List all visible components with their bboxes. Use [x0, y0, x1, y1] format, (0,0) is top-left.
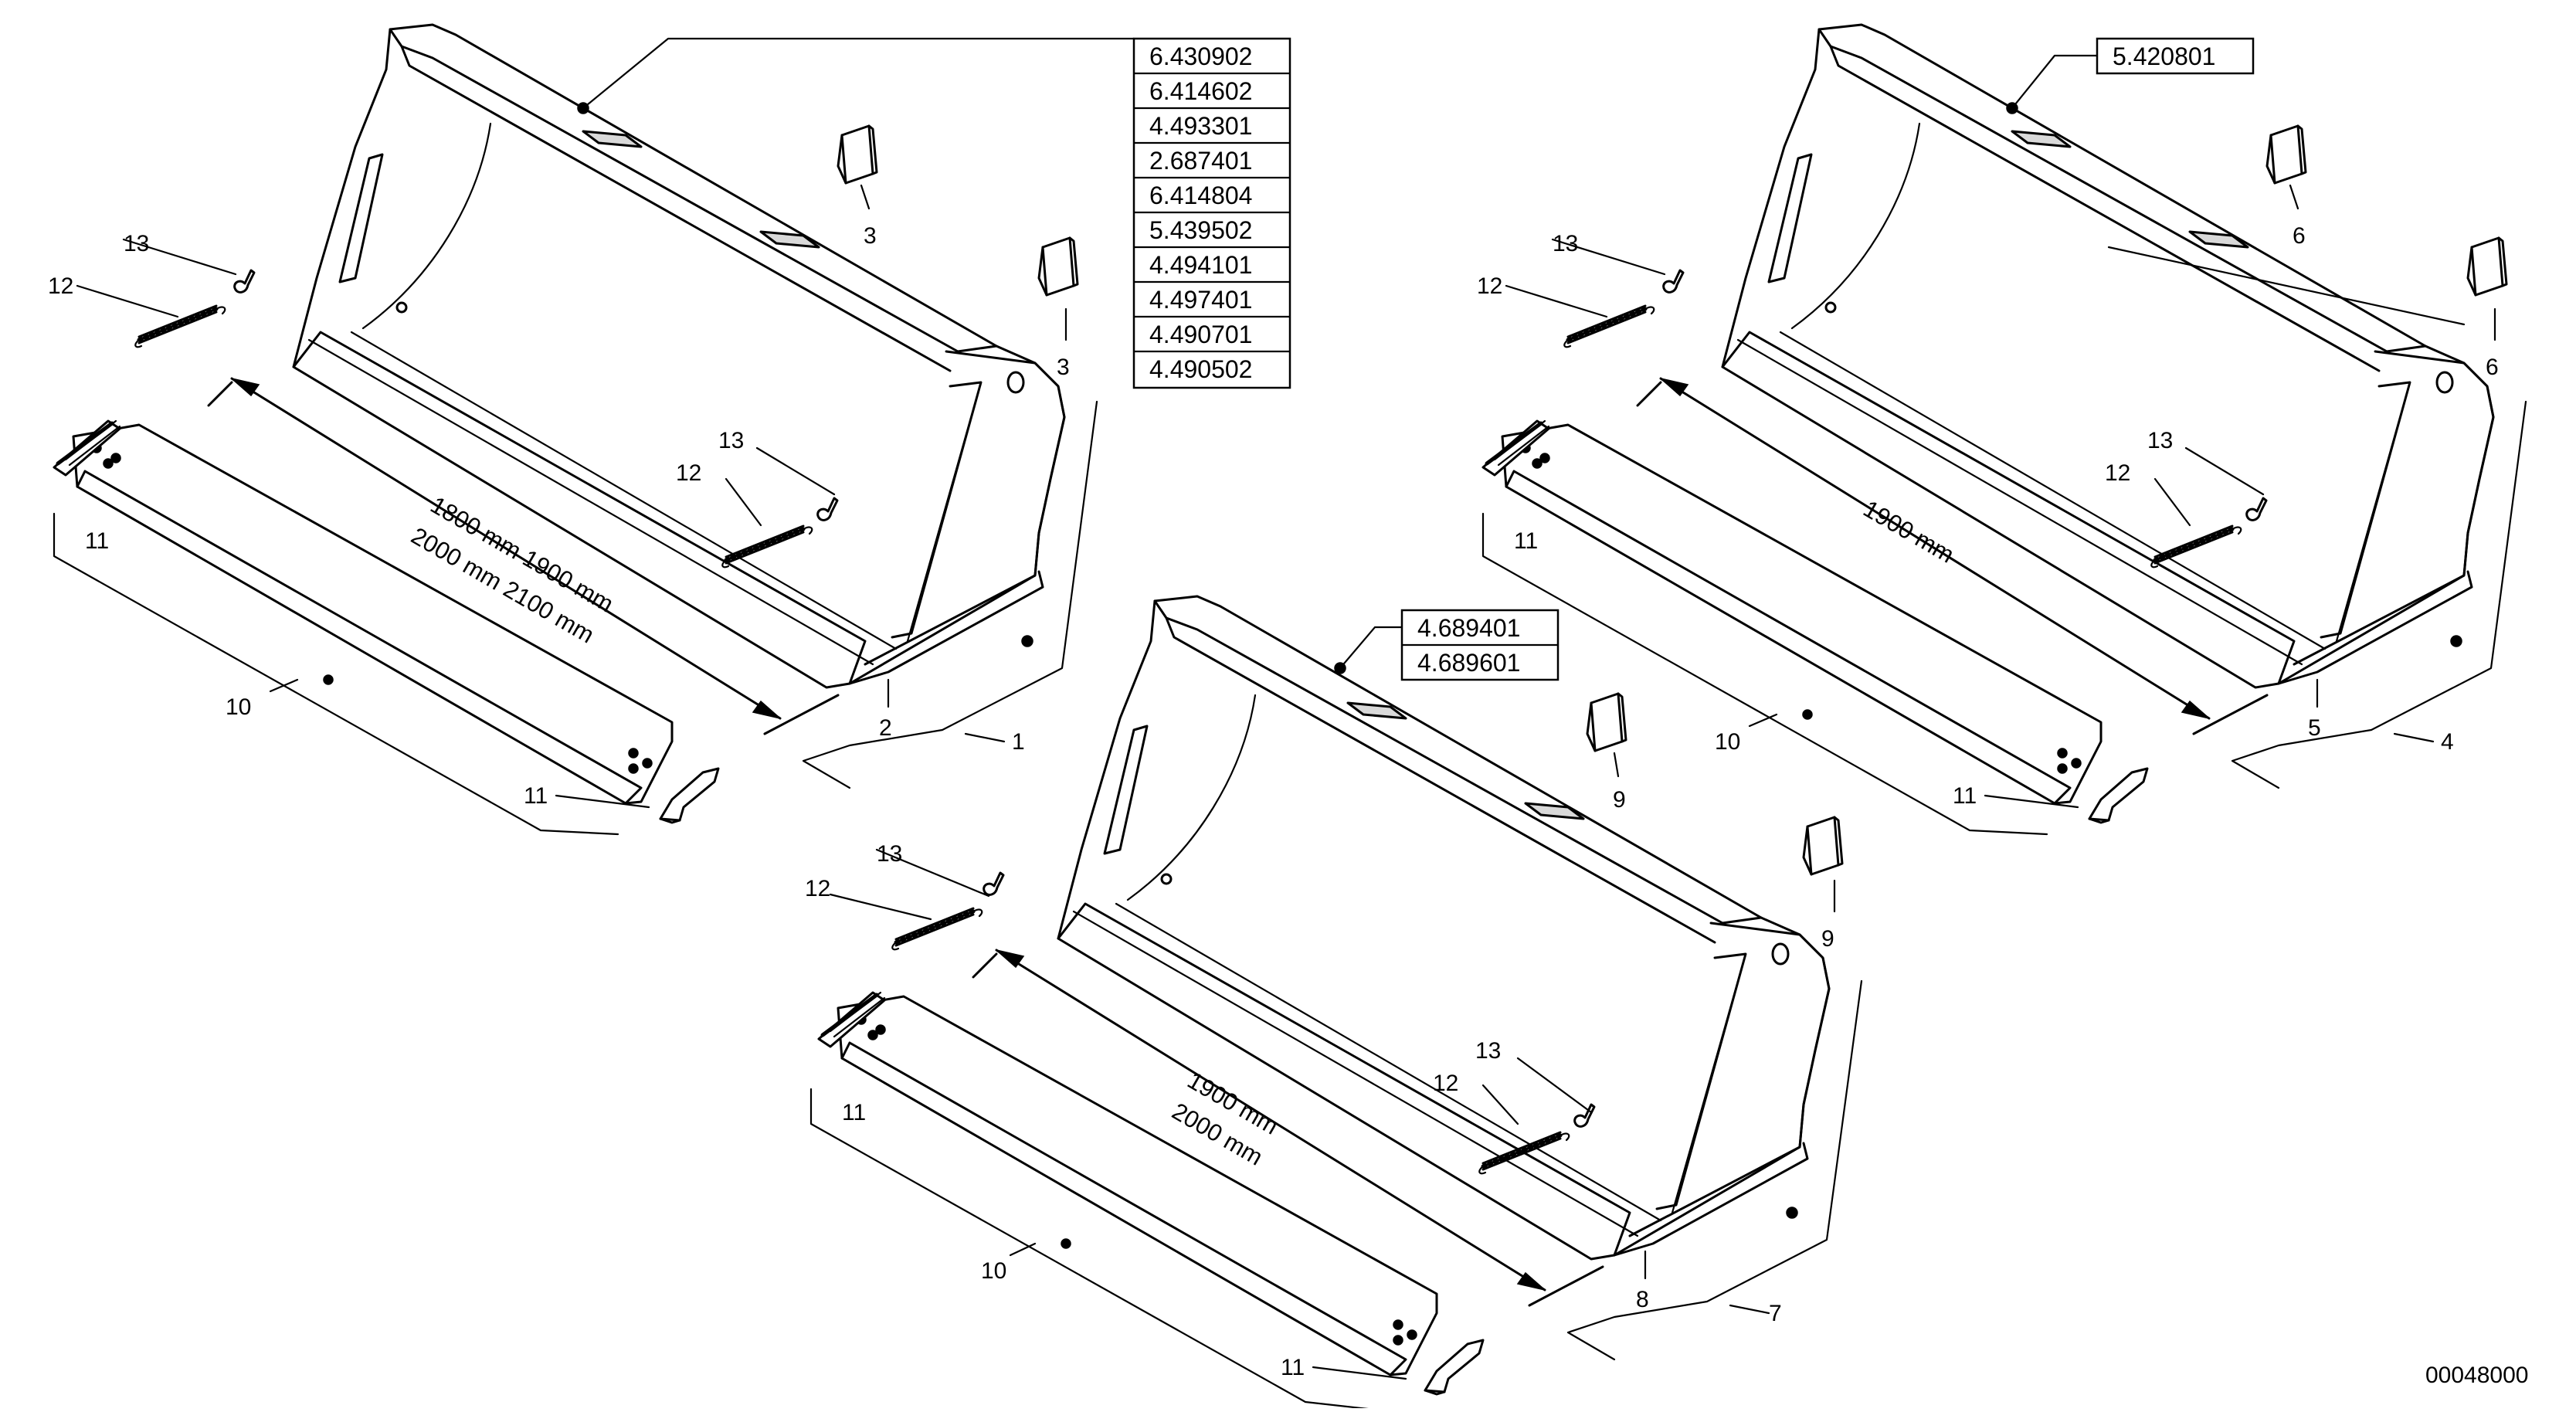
callout-hook-3b: 13 [1475, 1038, 1501, 1064]
callout-clamp-1b: 11 [524, 783, 548, 809]
part-number-table-1: 6.430902 6.414602 4.493301 2.687401 6.41… [1132, 37, 1291, 389]
part-number-1-7: 4.494101 [1149, 251, 1252, 279]
dimension-text-3: 1900 mm [1859, 495, 1959, 569]
bucket-assembly-2: 1900 mm 5.420801 13 12 13 12 6 6 11 10 1… [1477, 23, 2527, 836]
callout-wear-plate-3b: 9 [1821, 926, 1834, 952]
part-number-1-6: 5.439502 [1149, 216, 1252, 244]
callout-spring-1b: 12 [676, 460, 701, 486]
callout-spring-2a: 12 [1477, 273, 1502, 299]
callout-clamp-2a: 11 [1514, 528, 1538, 554]
callout-spring-3b: 12 [1433, 1071, 1458, 1096]
callout-wear-plate-1a: 3 [864, 223, 877, 249]
part-number-1-9: 4.490701 [1149, 321, 1252, 348]
part-number-1-2: 6.414602 [1149, 77, 1252, 105]
part-number-1-8: 4.497401 [1149, 286, 1252, 314]
part-number-1-3: 4.493301 [1149, 112, 1252, 140]
bucket-assembly-1: 1800 mm 1900 mm 2000 mm 2100 mm 6.430902… [48, 23, 1291, 836]
part-number-3-1: 4.689401 [1417, 614, 1520, 642]
part-number-1-10: 4.490502 [1149, 355, 1252, 383]
callout-bucket-1: 2 [879, 715, 892, 741]
callout-hook-3a: 13 [877, 841, 902, 867]
callout-assembly-2: 4 [2441, 729, 2454, 755]
callout-assembly-1: 1 [1012, 729, 1025, 755]
callout-cutting-edge-3: 10 [981, 1258, 1006, 1284]
callout-assembly-3: 7 [1769, 1301, 1782, 1326]
part-number-2-1: 5.420801 [2113, 42, 2215, 70]
callout-wear-plate-3a: 9 [1613, 787, 1626, 813]
part-number-3-2: 4.689601 [1417, 649, 1520, 677]
callout-clamp-3b: 11 [1281, 1355, 1305, 1380]
callout-spring-2b: 12 [2105, 460, 2130, 486]
callout-spring-3a: 12 [805, 876, 830, 901]
callout-bucket-3: 8 [1636, 1287, 1649, 1312]
callout-clamp-2b: 11 [1953, 783, 1977, 809]
callout-cutting-edge-1: 10 [226, 694, 251, 720]
callout-hook-2a: 13 [1553, 231, 1578, 256]
callout-wear-plate-2b: 6 [2486, 355, 2499, 380]
callout-cutting-edge-2: 10 [1715, 729, 1740, 755]
callout-clamp-3a: 11 [842, 1100, 866, 1125]
part-number-1-4: 2.687401 [1149, 147, 1252, 175]
callout-bucket-2: 5 [2308, 715, 2321, 741]
callout-clamp-1a: 11 [85, 528, 109, 554]
callout-hook-1a: 13 [124, 231, 149, 256]
part-number-1-1: 6.430902 [1149, 42, 1252, 70]
callout-hook-1b: 13 [718, 428, 744, 453]
callout-wear-plate-2a: 6 [2293, 223, 2306, 249]
drawing-id: 00048000 [2425, 1363, 2528, 1388]
part-number-table-3: 4.689401 4.689601 [1400, 609, 1560, 681]
part-number-table-2: 5.420801 [2096, 37, 2255, 75]
callout-wear-plate-1b: 3 [1057, 355, 1070, 380]
part-number-1-5: 6.414804 [1149, 182, 1252, 209]
bucket-assembly-3: 1900 mm 2000 mm 4.689401 4.689601 13 12 … [805, 595, 1863, 1411]
callout-hook-2b: 13 [2147, 428, 2173, 453]
callout-spring-1a: 12 [48, 273, 73, 299]
